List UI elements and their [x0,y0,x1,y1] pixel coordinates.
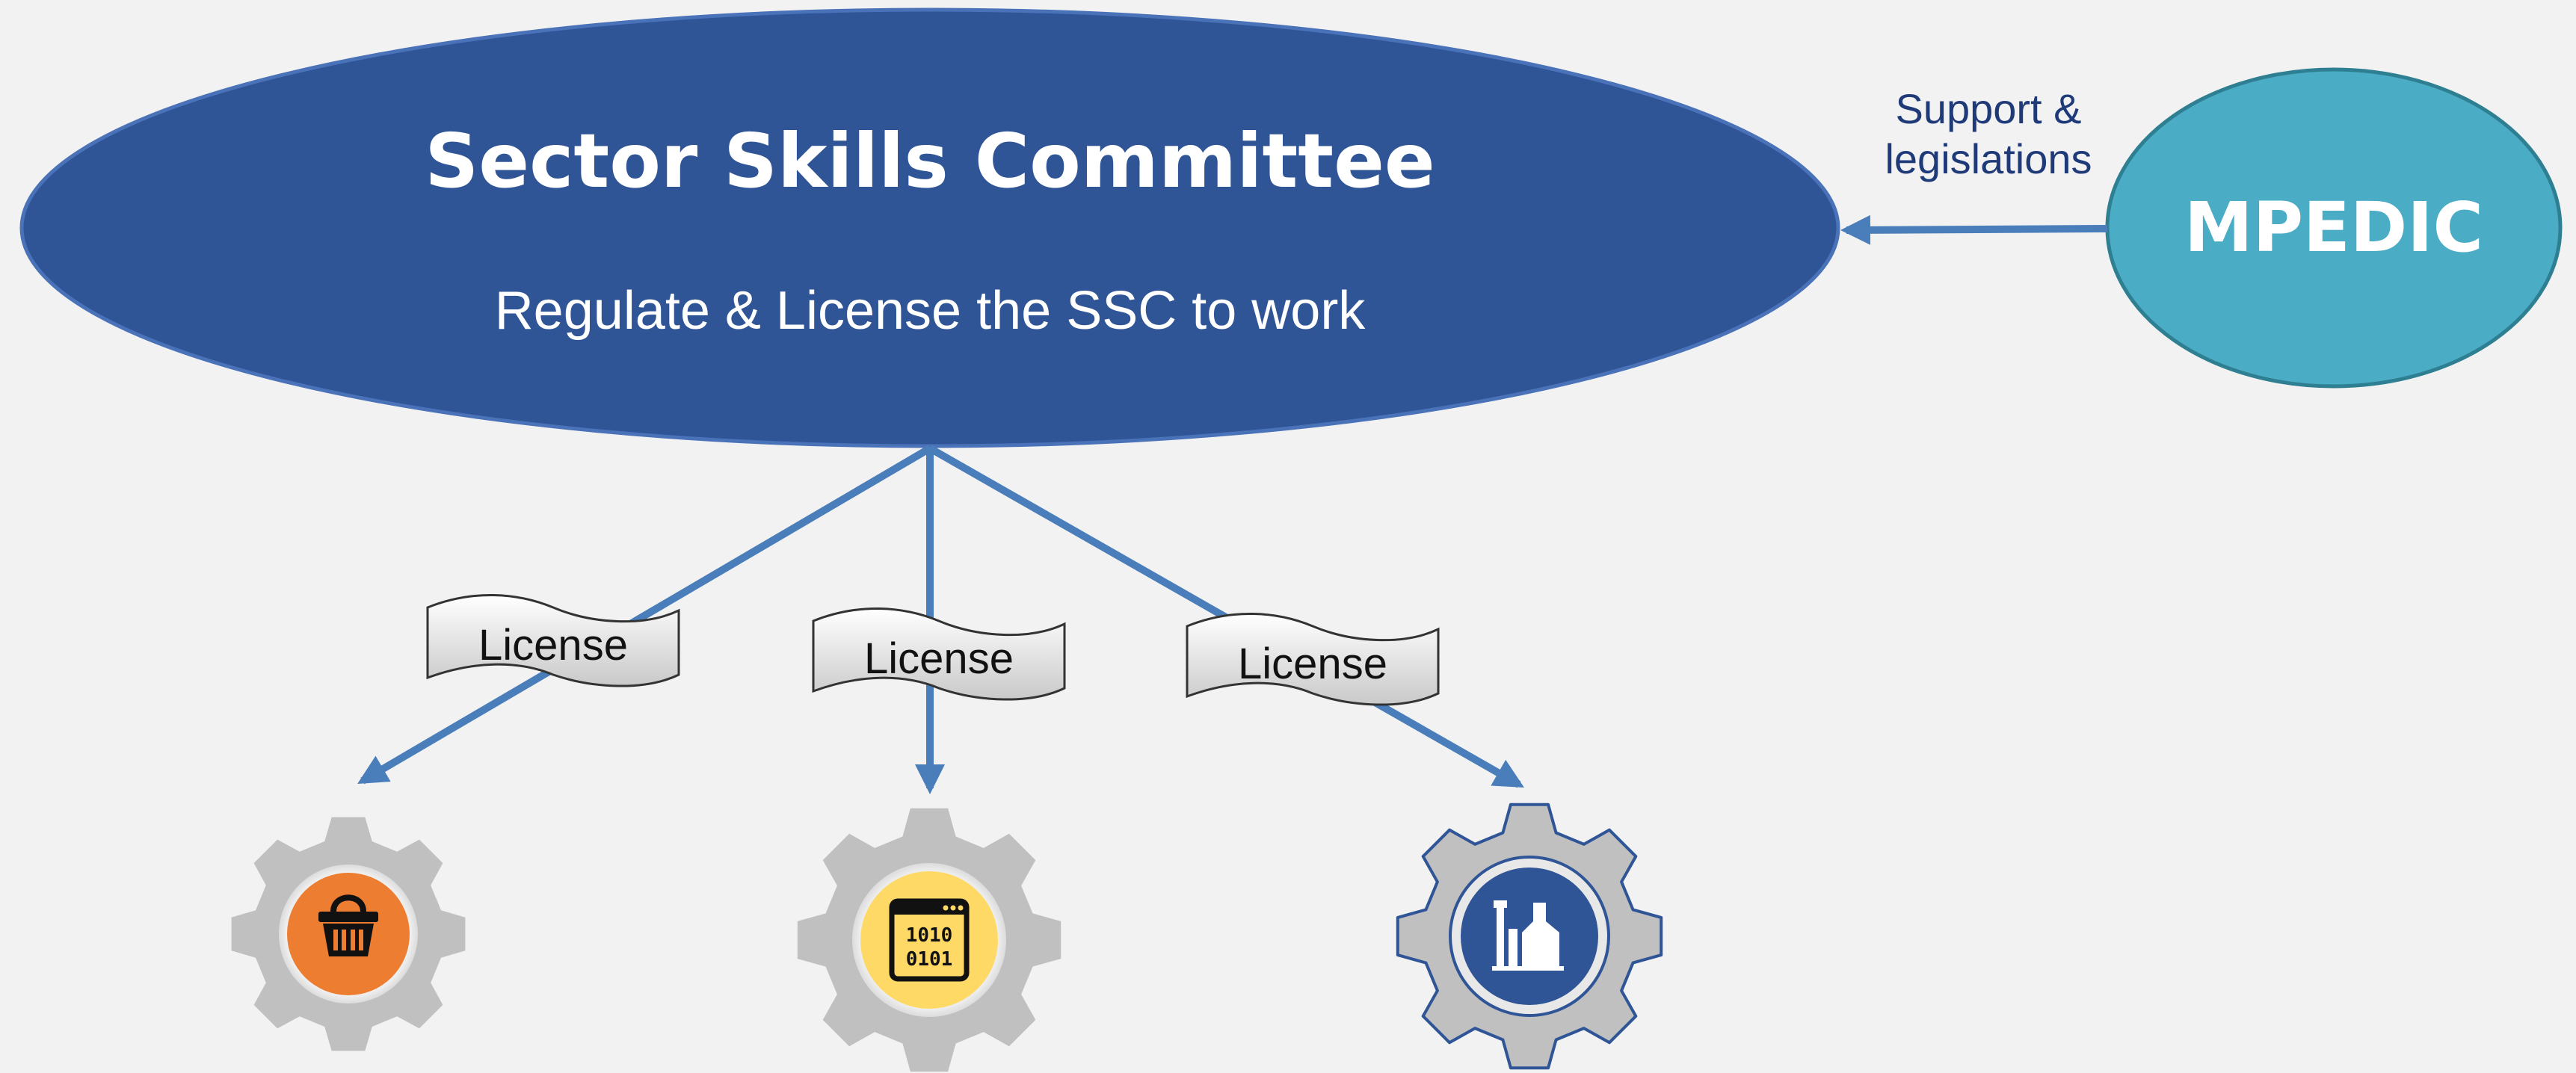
license-flag: License [426,594,680,687]
mpedic-label: MPEDIC [2184,188,2483,268]
license-label: License [1238,640,1387,688]
support-label-line1: Support & [1895,85,2081,132]
svg-text:0101: 0101 [906,948,953,971]
svg-text:1010: 1010 [906,924,953,947]
gear-center-retail [279,865,418,1004]
ssc-subtitle: Regulate & License the SSC to work [495,281,1366,341]
support-connector: Support & legislations [1840,85,2108,245]
license-label: License [864,634,1014,683]
mpedic-node: MPEDIC [2105,67,2563,389]
mpedic-ellipse [2105,67,2563,389]
shopping-basket-icon [318,894,378,956]
gear-center-it: 1010 0101 [852,863,1006,1017]
factory-icon [1492,900,1564,971]
ssc-node: Sector Skills Committee Regulate & Licen… [19,7,1840,448]
ssc-ellipse [19,7,1840,448]
support-arrow [1840,214,2108,245]
support-label-line2: legislations [1885,135,2092,182]
license-label: License [478,621,628,670]
binary-code-window-icon: 1010 0101 [889,898,970,982]
ssc-title: Sector Skills Committee [425,117,1435,205]
license-flag: License [812,607,1066,701]
gear-center-industry [1449,856,1610,1017]
license-arrow-left [357,445,932,785]
license-flag: License [1186,613,1440,706]
